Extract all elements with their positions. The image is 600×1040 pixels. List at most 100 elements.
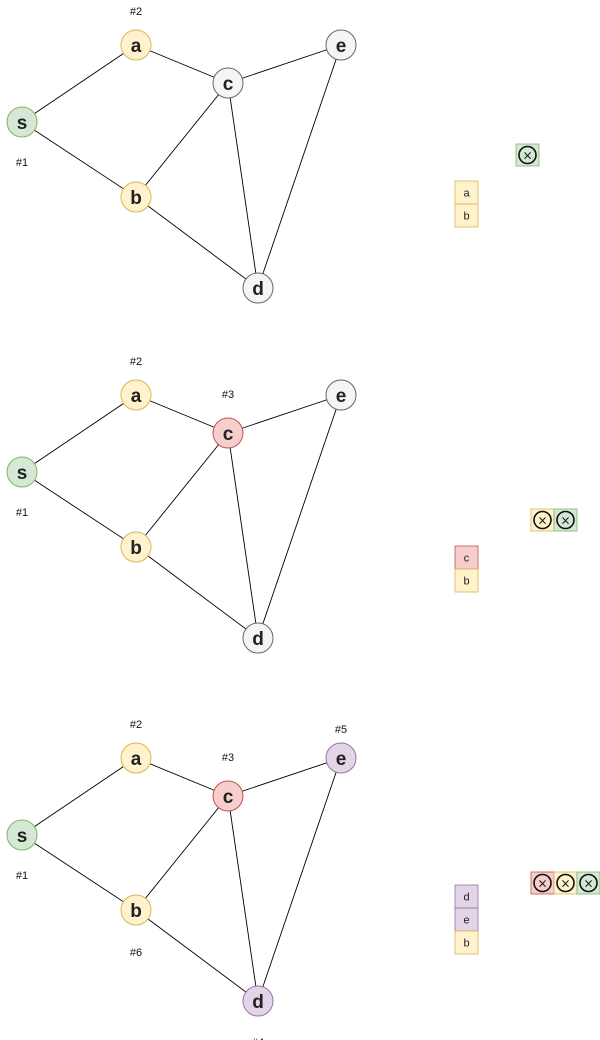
visited-list: ×× [530, 508, 578, 532]
node-label: e [336, 386, 347, 407]
order-label: #2 [130, 719, 142, 731]
node-c: c [212, 417, 244, 449]
node-c: c [212, 67, 244, 99]
node-circle [325, 29, 357, 61]
node-e: e [325, 379, 357, 411]
node-circle [325, 379, 357, 411]
stack-cell-label: a [463, 188, 470, 200]
node-circle [212, 67, 244, 99]
node-e: e [325, 29, 357, 61]
order-label: #5 [335, 724, 347, 736]
edge-s-b [21, 121, 137, 198]
edge-c-e [227, 44, 342, 84]
node-circle [242, 272, 274, 304]
node-d: d [242, 622, 274, 654]
edge-a-c [135, 44, 229, 84]
visited-list: ××× [530, 871, 600, 895]
visited-ring-icon [533, 510, 552, 530]
node-circle [6, 106, 38, 138]
node-e: e [325, 742, 357, 774]
node-circle [242, 622, 274, 654]
node-d: d [242, 985, 274, 1017]
stack-cell-label: d [463, 892, 469, 904]
stack: deb [454, 884, 479, 955]
node-label: d [252, 629, 264, 650]
node-label: a [131, 36, 142, 57]
order-label: #2 [130, 6, 142, 18]
node-circle [325, 742, 357, 774]
stack-cell [454, 568, 479, 593]
edge-b-c [135, 82, 229, 198]
node-label: b [130, 901, 142, 922]
edge-s-a [21, 44, 137, 123]
edge-b-c [135, 432, 229, 548]
stack-cell-label: e [463, 915, 469, 927]
order-label: #4 [252, 1037, 264, 1040]
node-b: b [120, 531, 152, 563]
edge-b-d [135, 546, 259, 639]
order-label: #3 [222, 752, 234, 764]
visited-cross-icon: × [560, 877, 570, 891]
node-circle [120, 181, 152, 213]
node-label: c [223, 787, 234, 808]
node-circle [212, 780, 244, 812]
node-c: c [212, 780, 244, 812]
edge-s-a [21, 394, 137, 473]
visited-list: × [515, 143, 540, 167]
node-circle [120, 379, 152, 411]
node-circle [120, 742, 152, 774]
node-label: a [131, 386, 142, 407]
order-label: #6 [130, 947, 142, 959]
node-s: s [6, 106, 38, 138]
order-label: #1 [16, 507, 28, 519]
node-circle [120, 894, 152, 926]
stack: cb [454, 545, 479, 593]
edge-c-d [227, 82, 259, 289]
visited-ring-icon [579, 873, 598, 893]
node-label: a [131, 749, 142, 770]
edge-c-d [227, 795, 259, 1002]
edge-c-e [227, 757, 342, 797]
stack-cell-label: b [463, 211, 469, 223]
stack-cell-label: b [463, 576, 469, 588]
edge-e-d [257, 44, 342, 289]
node-a: a [120, 742, 152, 774]
stack-cell [454, 203, 479, 228]
edge-b-d [135, 196, 259, 289]
order-label: #1 [16, 157, 28, 169]
edge-e-d [257, 394, 342, 639]
node-label: e [336, 749, 347, 770]
node-label: s [17, 826, 28, 847]
visited-ring-icon [556, 510, 575, 530]
node-a: a [120, 379, 152, 411]
node-d: d [242, 272, 274, 304]
node-circle [6, 819, 38, 851]
edge-c-d [227, 432, 259, 639]
node-circle [212, 417, 244, 449]
node-circle [120, 531, 152, 563]
order-label: #2 [130, 356, 142, 368]
visited-cross-icon: × [560, 514, 570, 528]
stack: ab [454, 180, 479, 228]
visited-cross-icon: × [537, 514, 547, 528]
visited-ring-icon [533, 873, 552, 893]
edge-b-d [135, 909, 259, 1002]
edge-e-d [257, 757, 342, 1002]
edge-s-b [21, 471, 137, 548]
edge-s-b [21, 834, 137, 911]
node-s: s [6, 819, 38, 851]
visited-ring-icon [556, 873, 575, 893]
node-label: c [223, 74, 234, 95]
node-label: b [130, 188, 142, 209]
order-label: #3 [222, 389, 234, 401]
order-label: #1 [16, 870, 28, 882]
node-b: b [120, 181, 152, 213]
node-label: b [130, 538, 142, 559]
edge-a-c [135, 394, 229, 434]
edge-c-e [227, 394, 342, 434]
node-label: s [17, 113, 28, 134]
node-label: d [252, 279, 264, 300]
stack-cell [454, 930, 479, 955]
